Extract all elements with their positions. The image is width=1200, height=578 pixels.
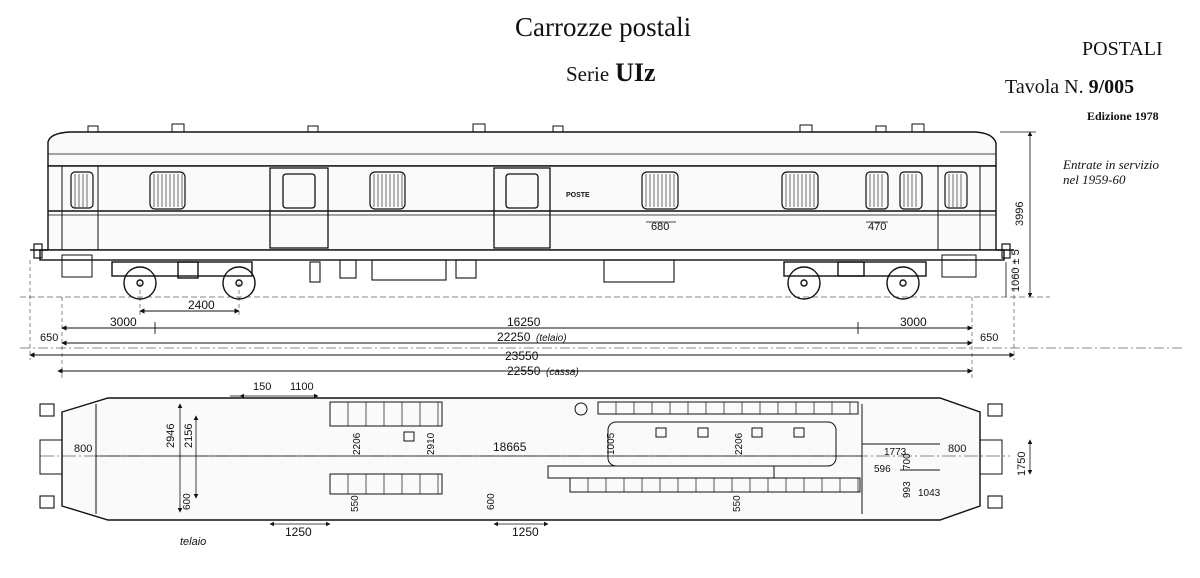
dim-body-label: (cassa) bbox=[546, 367, 579, 378]
bogie-left bbox=[111, 261, 256, 300]
bogie-right bbox=[783, 261, 927, 300]
underfloor-equipment bbox=[309, 259, 675, 283]
plan-dim-2206-b: 2206 bbox=[734, 432, 745, 455]
dim-bogie-wheelbase: 2400 bbox=[188, 298, 215, 312]
sorting-racks bbox=[329, 401, 861, 495]
plan-dim-1043: 1043 bbox=[918, 488, 941, 499]
plan-dim-1773: 1773 bbox=[884, 447, 907, 458]
plan-end-800-left: 800 bbox=[74, 443, 92, 455]
plan-dim-596: 596 bbox=[874, 464, 891, 475]
roof-vents bbox=[87, 123, 925, 133]
table-prefix: Tavola N. bbox=[1005, 76, 1084, 98]
plan-dim-1005: 1005 bbox=[606, 432, 617, 455]
dim-body-length: 22550 bbox=[507, 364, 541, 378]
dim-frame-label: (telaio) bbox=[536, 333, 567, 344]
dim-overhang-right: 3000 bbox=[900, 315, 927, 329]
plan-dim-993: 993 bbox=[902, 481, 913, 498]
plan-end-800-right: 800 bbox=[948, 443, 966, 455]
dim-bogie-centres: 16250 bbox=[507, 315, 541, 329]
roof-outline bbox=[47, 131, 997, 167]
edition-label: Edizione 1978 bbox=[1087, 109, 1159, 123]
plan-width-2156: 2156 bbox=[183, 424, 195, 448]
plan-width-2946: 2946 bbox=[165, 424, 177, 448]
plan-dim-550-b: 550 bbox=[732, 495, 743, 512]
plan-dim-2206-a: 2206 bbox=[352, 432, 363, 455]
sliding-doors bbox=[269, 167, 551, 249]
plan-view bbox=[39, 397, 1010, 521]
poste-marking: POSTE bbox=[566, 192, 590, 199]
dim-overhang-left: 3000 bbox=[110, 315, 137, 329]
plan-dim-550-a: 550 bbox=[350, 495, 361, 512]
dim-buffer-left: 650 bbox=[40, 332, 58, 344]
small-window-width-label: 470 bbox=[868, 221, 886, 233]
longitudinal-dimensions bbox=[20, 260, 1185, 380]
table-number-line: Tavola N. 9/005 bbox=[1005, 76, 1134, 99]
plan-dim-700: 700 bbox=[902, 453, 913, 470]
table-number: 9/005 bbox=[1088, 76, 1135, 98]
floor-height-label: 1060 ± 5 bbox=[1010, 249, 1022, 292]
ceiling-lamps bbox=[403, 427, 805, 442]
plan-door-1250-b: 1250 bbox=[512, 525, 539, 539]
side-windows bbox=[70, 171, 968, 210]
side-view bbox=[20, 123, 1050, 300]
dim-buffer-right: 650 bbox=[980, 332, 998, 344]
diagram-title: Carrozze postali bbox=[515, 12, 692, 42]
buffers-plan bbox=[39, 403, 1003, 509]
series-prefix: Serie bbox=[566, 62, 610, 86]
window-width-label: 680 bbox=[651, 221, 669, 233]
category-label: POSTALI bbox=[1082, 38, 1163, 60]
plan-dim-600-b: 600 bbox=[486, 493, 497, 510]
plan-dim-150: 150 bbox=[253, 381, 271, 393]
buffers-side bbox=[33, 243, 1011, 259]
dim-frame-length: 22250 bbox=[497, 330, 531, 344]
plan-dim-600-a: 600 bbox=[182, 493, 193, 510]
plan-frame-note: telaio bbox=[180, 536, 206, 548]
plan-dim-1750: 1750 bbox=[1016, 452, 1028, 476]
plan-outline bbox=[61, 397, 981, 521]
plan-dim-1100: 1100 bbox=[290, 381, 314, 393]
service-note-line-1: Entrate in servizio bbox=[1063, 157, 1160, 172]
series-code: UIz bbox=[615, 58, 656, 87]
plan-interior-length: 18665 bbox=[493, 440, 527, 454]
plan-door-1250-a: 1250 bbox=[285, 525, 312, 539]
plan-dim-2910: 2910 bbox=[426, 432, 437, 455]
service-note-line-2: nel 1959-60 bbox=[1063, 172, 1126, 187]
dim-over-buffers: 23550 bbox=[505, 349, 539, 363]
service-note: Entrate in servizio nel 1959-60 bbox=[1063, 157, 1159, 187]
height-total-label: 3996 bbox=[1014, 202, 1026, 226]
